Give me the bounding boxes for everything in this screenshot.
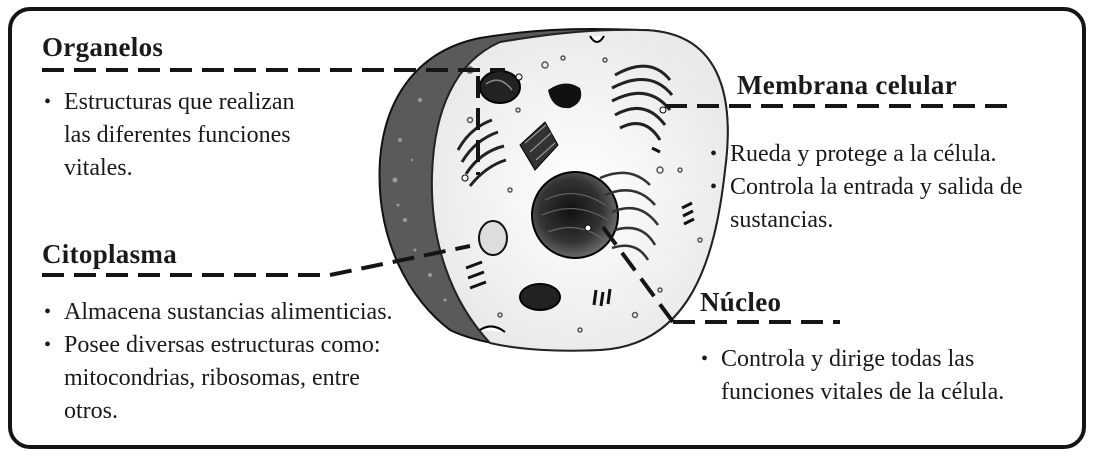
membrana-text: Rueda y protege a la célula. Controla la… [708, 138, 1023, 237]
organelos-bullet-1-line-2: las diferentes funciones [42, 119, 295, 152]
nucleo-text: Controla y dirige todas las funciones vi… [699, 343, 1004, 409]
membrana-title: Membrana celular [737, 70, 957, 101]
citoplasma-bullet-2-line-3: otros. [42, 395, 393, 428]
organelos-bullet-1-line-1: Estructuras que realizan [42, 86, 295, 119]
citoplasma-bullet-1: Almacena sustancias alimenticias. [42, 296, 393, 329]
nucleo-bullet-1-line-2: funciones vitales de la célula. [699, 376, 1004, 409]
organelos-title: Organelos [42, 32, 163, 63]
organelos-text: Estructuras que realizan las diferentes … [42, 86, 295, 185]
membrana-bullet-2-line-1: Controla la entrada y salida de [708, 171, 1023, 204]
membrana-bullet-2-line-2: sustancias. [708, 204, 1023, 237]
nucleo-title: Núcleo [700, 287, 781, 318]
membrana-bullet-1: Rueda y protege a la célula. [708, 138, 1023, 171]
organelos-bullet-1-line-3: vitales. [42, 152, 295, 185]
citoplasma-text: Almacena sustancias alimenticias. Posee … [42, 296, 393, 428]
citoplasma-bullet-2-line-1: Posee diversas estructuras como: [42, 329, 393, 362]
nucleo-bullet-1-line-1: Controla y dirige todas las [699, 343, 1004, 376]
citoplasma-bullet-2-line-2: mitocondrias, ribosomas, entre [42, 362, 393, 395]
citoplasma-title: Citoplasma [42, 239, 177, 270]
